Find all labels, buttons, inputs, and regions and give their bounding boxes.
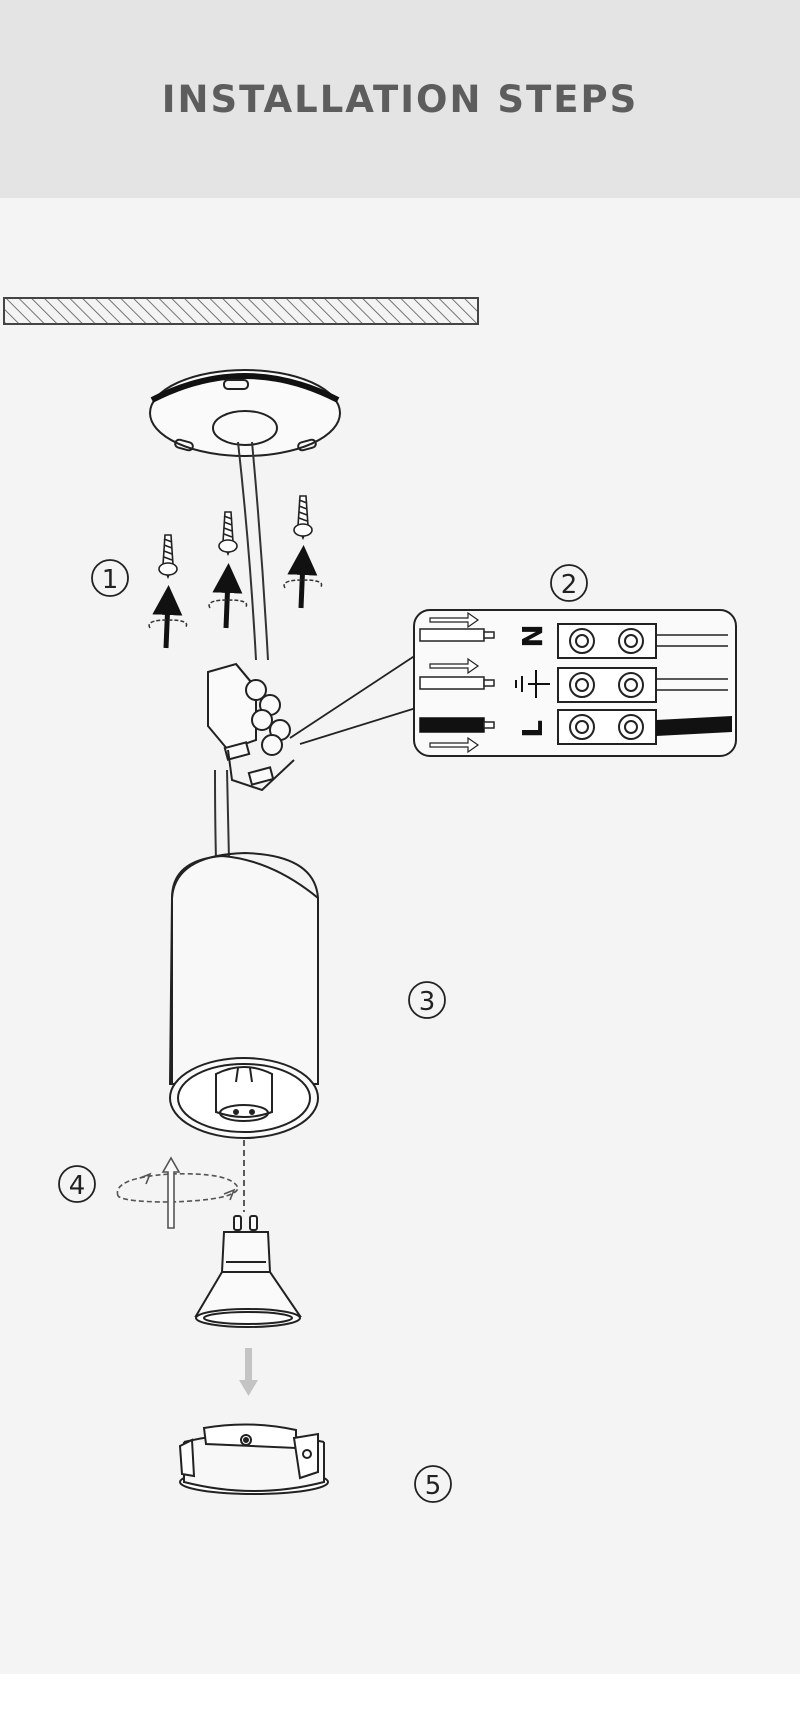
up-arrow-icon (212, 563, 243, 629)
wire-row-neutral: N (419, 611, 728, 659)
up-arrow-icon (152, 585, 183, 649)
rotate-icon (148, 619, 188, 629)
page-title: INSTALLATION STEPS (161, 77, 639, 121)
cable (214, 441, 269, 861)
rotate-icon (116, 1172, 239, 1203)
callout-lines (289, 654, 417, 745)
wiring-panel: N (413, 609, 737, 757)
screw-icon (218, 511, 238, 557)
svg-text:3: 3 (419, 987, 436, 1017)
screw-icon (158, 534, 178, 580)
svg-text:1: 1 (102, 565, 119, 595)
up-arrow-icon (287, 545, 318, 609)
terminal-label-l: L (516, 720, 549, 738)
step-number-2: 2 (550, 564, 588, 602)
gu10-bulb (194, 1215, 302, 1328)
rotate-icon (283, 579, 323, 589)
right-arrow-icon (429, 611, 480, 629)
ground-symbol-icon (515, 670, 550, 698)
svg-text:2: 2 (561, 570, 578, 600)
svg-text:5: 5 (425, 1471, 442, 1501)
rotate-push-indicator (116, 1156, 239, 1229)
terminal-label-n: N (516, 624, 549, 647)
footer-band (0, 1674, 800, 1714)
retaining-ring (178, 1423, 329, 1495)
lamp-body (168, 851, 319, 1139)
rotate-arrows (148, 579, 323, 629)
screw-arrows (152, 545, 318, 649)
wire-row-live: L (419, 709, 732, 754)
screw-icon (293, 495, 313, 541)
step-number-3: 3 (408, 981, 446, 1019)
header-banner: INSTALLATION STEPS (0, 0, 800, 198)
ceiling-plate (149, 369, 341, 457)
terminal-block (207, 662, 295, 792)
ceiling-surface (3, 297, 479, 325)
down-arrow-icon (239, 1348, 258, 1396)
step-number-4: 4 (58, 1165, 96, 1203)
up-arrow-icon (161, 1156, 181, 1229)
right-arrow-icon (429, 657, 480, 675)
wire-row-earth (419, 657, 728, 703)
svg-text:4: 4 (69, 1171, 86, 1201)
right-arrow-icon (429, 736, 480, 754)
screws (158, 495, 313, 580)
rotate-icon (208, 599, 248, 609)
step-number-1: 1 (91, 559, 129, 597)
step-number-5: 5 (414, 1465, 452, 1503)
